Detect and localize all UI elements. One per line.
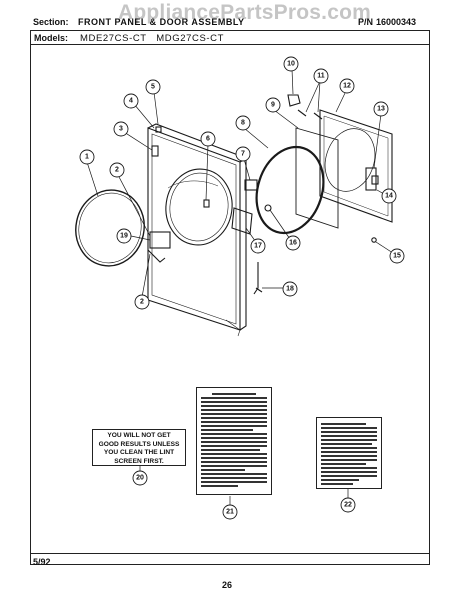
lint-warning-line-1: YOU WILL NOT GET (107, 432, 171, 439)
opening-shading (167, 180, 219, 189)
part-number-label: P/N (358, 17, 374, 27)
section-title: FRONT PANEL & DOOR ASSEMBLY (78, 17, 245, 27)
callout-circle-8 (235, 115, 251, 131)
leader-lines (86, 68, 397, 298)
callout-13: 13 (377, 106, 385, 113)
door-hinge-upper (149, 231, 171, 249)
door-glass-inner (78, 192, 142, 264)
callout-18: 18 (286, 286, 294, 293)
callout-1: 1 (85, 154, 89, 161)
callout-19: 19 (120, 233, 128, 240)
latch-plate (231, 207, 253, 235)
panel-clip (151, 145, 159, 157)
callout-circle-6 (200, 131, 216, 147)
callout-21: 21 (226, 509, 234, 516)
screw-top (155, 126, 162, 133)
part-number: 16000343 (376, 17, 417, 27)
door-seal (255, 145, 325, 235)
callout-3: 3 (119, 126, 123, 133)
lint-warning-line-4: SCREEN FIRST. (114, 457, 164, 465)
rear-panel-opening (324, 128, 376, 192)
callout-10: 10 (287, 61, 295, 68)
door-rod (253, 262, 263, 295)
callout-circle-2b (134, 294, 150, 310)
door-opening-lip (169, 172, 229, 242)
callout-2b: 2 (140, 299, 144, 306)
lint-warning-text: YOU WILL NOT GET GOOD RESULTS UNLESS YOU… (93, 432, 185, 466)
callout-circle-2a (109, 162, 125, 178)
revision-date: 5/92 (33, 557, 51, 567)
callout-circle-13 (373, 101, 389, 117)
lint-warning-line-3: YOU CLEAN THE LINT (103, 449, 175, 456)
door-glass (75, 189, 145, 267)
callout-17: 17 (254, 243, 262, 250)
screws-11 (297, 109, 323, 120)
models-label: Models: (34, 33, 69, 43)
door-switch (365, 167, 377, 191)
callout-circle-4 (123, 93, 139, 109)
rear-panel (319, 109, 393, 223)
label-leaders (139, 466, 349, 505)
screw-16 (264, 204, 272, 212)
callout-22: 22 (344, 502, 352, 509)
front-panel-top-flange (147, 123, 248, 163)
rear-panel-inner (323, 115, 389, 217)
door-hinge-lower (147, 249, 166, 263)
callout-circle-10 (283, 56, 299, 72)
screw-15 (371, 237, 377, 243)
callout-6: 6 (206, 136, 210, 143)
callout-15: 15 (393, 253, 401, 260)
callout-12: 12 (343, 83, 351, 90)
callout-20: 20 (136, 475, 144, 482)
callout-16: 16 (289, 240, 297, 247)
callout-circle-5 (145, 79, 161, 95)
callout-14: 14 (385, 193, 393, 200)
lint-warning-line-2: GOOD RESULTS UNLESS (98, 440, 180, 448)
callout-circle-16 (285, 235, 301, 251)
page-number: 26 (222, 580, 233, 590)
callout-9: 9 (271, 102, 275, 109)
callout-11: 11 (317, 73, 325, 80)
callout-circle-18 (282, 281, 298, 297)
section-label: Section: (33, 17, 69, 27)
front-panel-inner-edge (151, 133, 237, 325)
callout-7: 7 (241, 151, 245, 158)
panel-foot (225, 319, 241, 337)
callout-circle-17 (250, 238, 266, 254)
callout-circle-7 (235, 146, 251, 162)
door-strike (203, 199, 210, 208)
warning-decal-22 (316, 417, 382, 489)
callout-8: 8 (241, 120, 245, 127)
callout-circle-1 (79, 149, 95, 165)
lint-warning-label (92, 429, 186, 466)
switch-actuator (371, 175, 379, 185)
door-latch (244, 179, 258, 191)
watermark-text: AppliancePartsPros.com (118, 1, 371, 24)
callout-4: 4 (129, 98, 133, 105)
callout-circle-11 (313, 68, 329, 84)
door-opening (165, 168, 233, 246)
callout-2a: 2 (115, 167, 119, 174)
hinge-bracket (287, 94, 301, 107)
callout-circle-9 (265, 97, 281, 113)
callout-circle-3 (113, 121, 129, 137)
callout-5: 5 (151, 84, 155, 91)
callout-circle-15 (389, 248, 405, 264)
footer-divider (30, 553, 430, 554)
header-divider (30, 44, 430, 45)
diagram-frame (30, 30, 430, 565)
callout-circle-12 (339, 78, 355, 94)
callout-circle-19 (116, 228, 132, 244)
warning-decal-21 (196, 387, 272, 495)
callout-circle-14 (381, 188, 397, 204)
models-value: MDE27CS-CT MDG27CS-CT (80, 33, 225, 44)
front-panel-outline (147, 127, 241, 331)
